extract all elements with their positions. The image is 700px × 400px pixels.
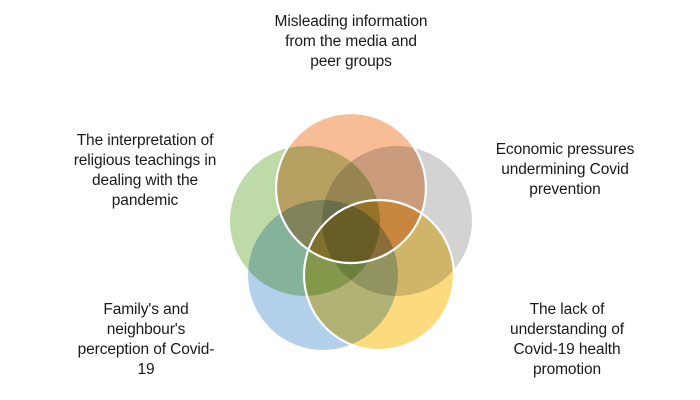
venn-circle-religious-teachings — [230, 146, 380, 296]
venn-label-family-neighbour-perception: Family's and neighbour's perception of C… — [77, 301, 215, 379]
venn-label-economic-pressures: Economic pressures undermining Covid pre… — [495, 141, 635, 199]
venn-label-misleading-information: Misleading information from the media an… — [274, 13, 428, 71]
venn-circle-outline-lack-of-understanding — [302, 198, 456, 352]
venn-label-lack-of-understanding: The lack of understanding of Covid-19 he… — [510, 301, 624, 379]
venn-label-religious-teachings: The interpretation of religious teaching… — [73, 132, 217, 210]
venn-circle-outline-misleading-information — [274, 111, 428, 265]
